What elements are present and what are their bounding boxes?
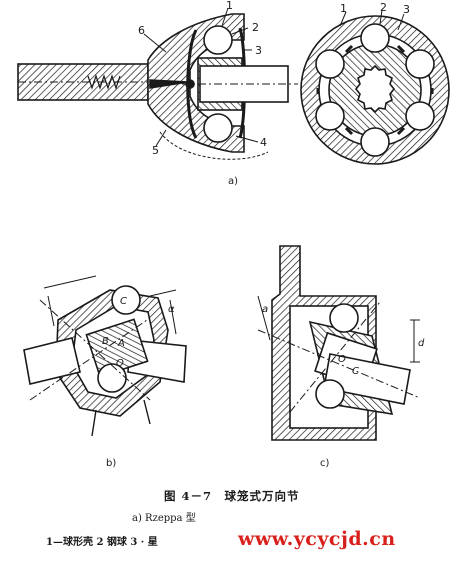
view-b-labels: B A C O α <box>102 296 175 369</box>
end-ball-3 <box>405 101 435 131</box>
label-b-A: A <box>117 338 125 349</box>
view-a-labels: 1 2 3 4 5 6 <box>138 0 267 157</box>
figure-subcaption: a) Rzeppa 型 <box>132 513 196 524</box>
label-a-2: 2 <box>252 21 259 34</box>
end-ball-1 <box>360 23 390 53</box>
ball-top <box>203 25 233 55</box>
view-c <box>257 245 421 441</box>
label-c-O: O <box>338 354 346 365</box>
label-end-3: 3 <box>403 3 410 16</box>
label-a-5: 5 <box>152 144 159 157</box>
end-ball-5 <box>315 101 345 131</box>
subfigure-label-a: a) <box>228 176 238 187</box>
view-b <box>23 275 187 437</box>
label-a-3: 3 <box>255 44 262 57</box>
ball-bottom <box>203 113 233 143</box>
figure-legend: 1—球形壳 2 钢球 3 · 星 <box>46 537 158 548</box>
label-b-alpha: α <box>168 304 175 315</box>
outer-race <box>147 13 245 153</box>
label-b-B: B <box>102 336 109 347</box>
subfigure-label-c: c) <box>320 458 329 469</box>
end-ball-6 <box>315 49 345 79</box>
label-end-1: 1 <box>340 2 347 15</box>
view-b-shaft-left <box>23 337 81 385</box>
view-a-end-labels: 1 2 3 <box>340 1 410 16</box>
end-ball-2 <box>405 49 435 79</box>
label-b-C: C <box>120 296 127 307</box>
label-c-C: C <box>352 366 359 377</box>
view-c-ball-bottom <box>315 379 345 409</box>
figure-caption: 图 4－7 球笼式万向节 <box>164 489 300 503</box>
label-b-O: O <box>116 358 124 369</box>
spring <box>87 74 121 90</box>
view-c-ball-top <box>329 303 359 333</box>
spline-hub <box>354 64 396 114</box>
label-a-1: 1 <box>226 0 233 12</box>
view-a-section <box>17 7 298 160</box>
view-b-ball-top <box>111 285 141 315</box>
view-a-end <box>300 9 450 165</box>
label-a-4: 4 <box>260 136 267 149</box>
watermark-text: www.ycycjd.cn <box>238 528 396 550</box>
label-c-d: d <box>418 338 425 349</box>
label-a-6: 6 <box>138 24 145 37</box>
label-c-a: a <box>262 304 268 315</box>
view-c-shaft <box>323 353 411 405</box>
end-ball-4 <box>360 127 390 157</box>
label-end-2: 2 <box>380 1 387 14</box>
view-c-labels: a d O C <box>262 304 425 377</box>
subfigure-label-b: b) <box>106 458 116 469</box>
